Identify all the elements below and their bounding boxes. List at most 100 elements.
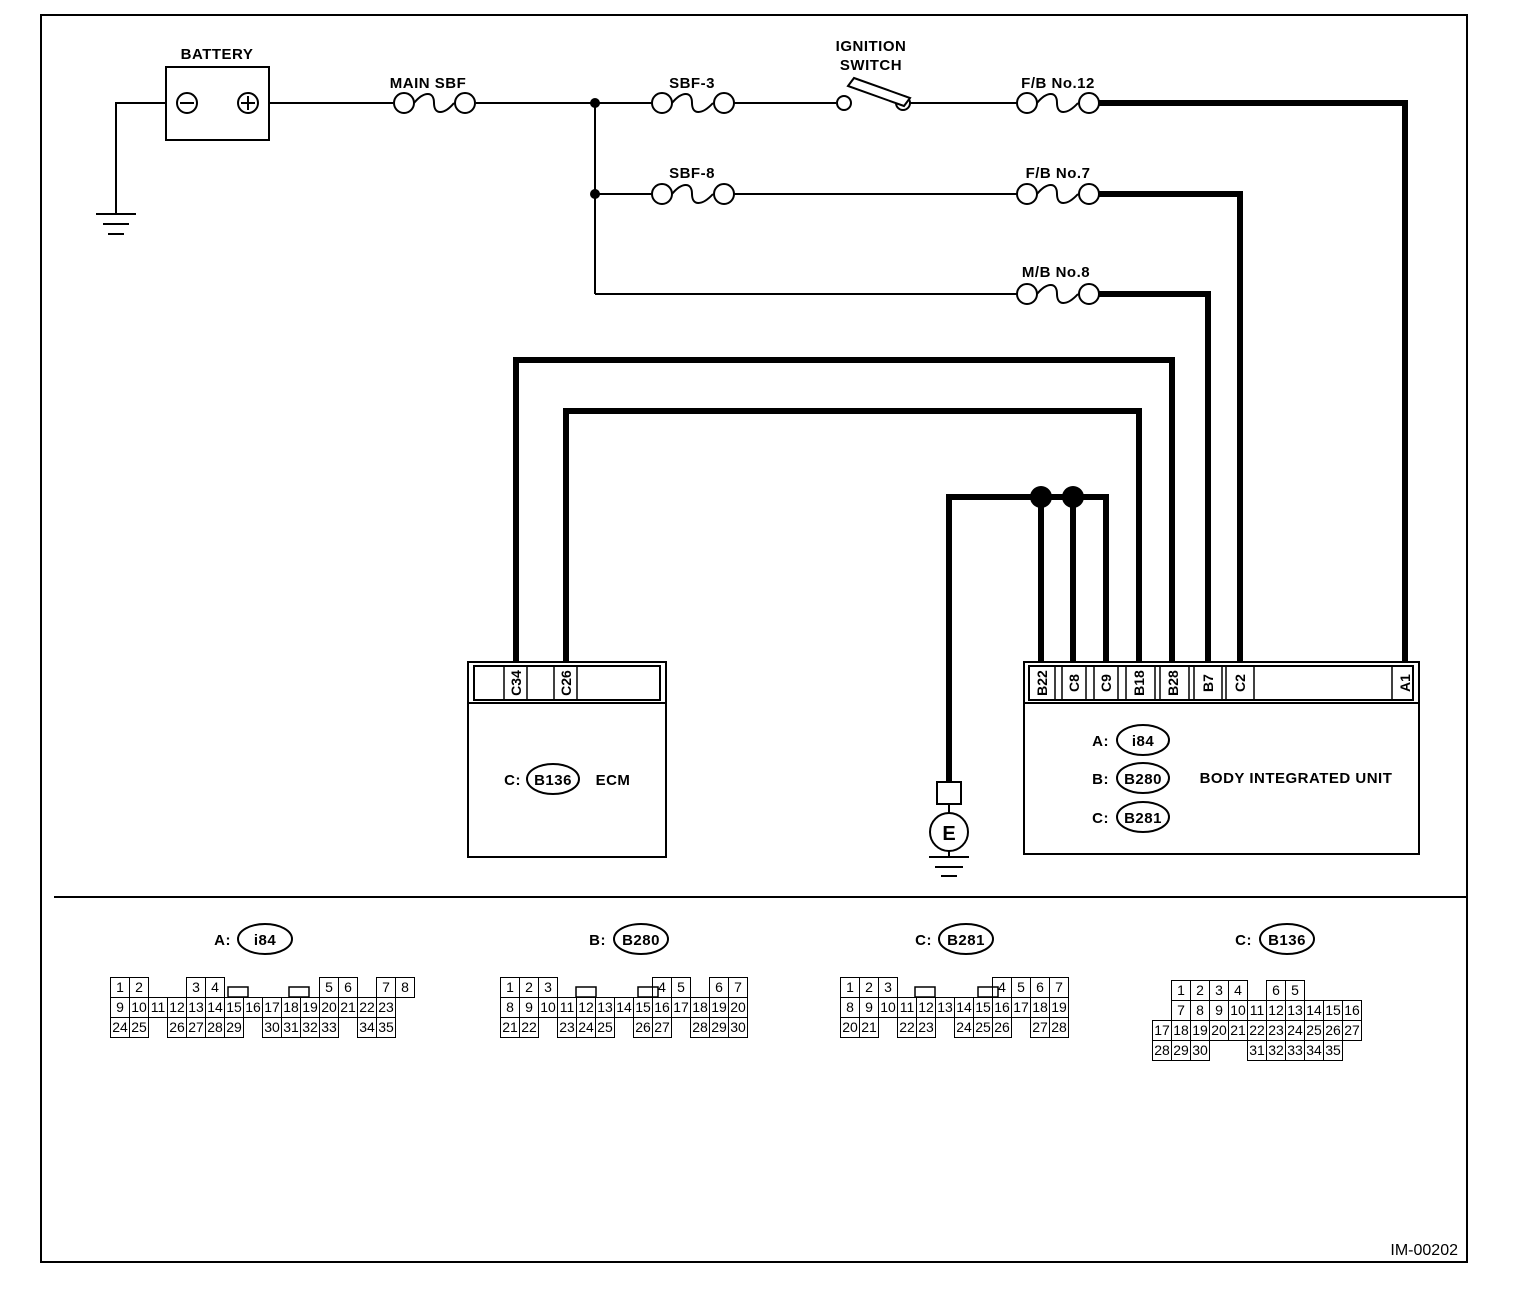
ignition-switch [836, 76, 912, 111]
pin-cell: 26 [633, 1017, 653, 1038]
pin-gap [244, 978, 263, 998]
biu-pin-c2: C2 [1232, 674, 1248, 692]
conn-c-prefix: C: [915, 932, 932, 949]
pin-cell: 23 [557, 1017, 577, 1038]
pin-cell: 8 [395, 977, 415, 998]
pin-cell: 19 [1049, 997, 1069, 1018]
sbf-3-label: SBF-3 [669, 75, 715, 92]
biu-pin-b18: B18 [1131, 670, 1147, 696]
pin-cell: 32 [1266, 1040, 1286, 1061]
sbf-8-fuse [651, 183, 735, 205]
pin-cell: 35 [376, 1017, 396, 1038]
pin-cell: 15 [224, 997, 244, 1018]
pin-cell: 19 [300, 997, 320, 1018]
pin-gap [539, 1018, 558, 1038]
pin-cell: 24 [110, 1017, 130, 1038]
pin-cell: 9 [859, 997, 879, 1018]
pin-cell: 28 [1152, 1040, 1172, 1061]
conn-ecm-prefix: C: [1235, 932, 1252, 949]
pin-cell: 23 [376, 997, 396, 1018]
pin-cell: 26 [992, 1017, 1012, 1038]
pin-cell: 27 [186, 1017, 206, 1038]
pin-cell: 21 [500, 1017, 520, 1038]
pin-cell: 3 [878, 977, 898, 998]
biu-connector-c-prefix: C: [1092, 810, 1109, 827]
pin-cell: 33 [1285, 1040, 1305, 1061]
pin-cell: 10 [129, 997, 149, 1018]
pin-cell: 23 [1266, 1020, 1286, 1041]
pin-gap [301, 978, 320, 998]
pin-cell: 31 [1247, 1040, 1267, 1061]
pin-cell: 22 [1247, 1020, 1267, 1041]
pin-gap [225, 978, 244, 998]
pin-gap [1229, 1041, 1248, 1061]
power-wires [269, 102, 1017, 295]
pin-gap [955, 978, 974, 998]
ecm-connector-prefix: C: [504, 772, 521, 789]
pin-cell: 13 [1285, 1000, 1305, 1021]
pin-cell: 8 [840, 997, 860, 1018]
pin-cell: 9 [519, 997, 539, 1018]
pin-cell: 18 [281, 997, 301, 1018]
pin-cell: 6 [338, 977, 358, 998]
pin-cell: 12 [1266, 1000, 1286, 1021]
pin-gap [149, 1018, 168, 1038]
biu-connector-a-prefix: A: [1092, 733, 1109, 750]
pin-cell: 3 [1209, 980, 1229, 1001]
pin-gap [244, 1018, 263, 1038]
pin-cell: 32 [300, 1017, 320, 1038]
biu-connector-b-id: B280 [1124, 771, 1162, 788]
biu-pin-a1: A1 [1397, 674, 1413, 692]
pin-cell: 18 [1030, 997, 1050, 1018]
pin-cell: 17 [1152, 1020, 1172, 1041]
pin-cell: 16 [652, 997, 672, 1018]
ecm-unit [467, 661, 667, 858]
pin-cell: 9 [1209, 1000, 1229, 1021]
main-sbf-label: MAIN SBF [390, 75, 467, 92]
pin-cell: 17 [671, 997, 691, 1018]
pin-cell: 1 [840, 977, 860, 998]
pin-cell: 35 [1323, 1040, 1343, 1061]
pin-cell: 25 [973, 1017, 993, 1038]
pin-cell: 14 [205, 997, 225, 1018]
battery-ground-symbol [96, 102, 166, 235]
pin-gap [558, 978, 577, 998]
pin-gap [1210, 1041, 1229, 1061]
conn-b-prefix: B: [589, 932, 606, 949]
pin-gap [596, 978, 615, 998]
pin-cell: 13 [935, 997, 955, 1018]
pin-cell: 21 [338, 997, 358, 1018]
conn-c-badge [938, 923, 994, 955]
body-integrated-unit-label: BODY INTEGRATED UNIT [1200, 770, 1393, 787]
pin-gap [936, 1018, 955, 1038]
pin-cell: 16 [992, 997, 1012, 1018]
pin-cell: 11 [148, 997, 168, 1018]
pin-cell: 25 [595, 1017, 615, 1038]
pin-cell: 34 [357, 1017, 377, 1038]
image-id: IM-00202 [1390, 1242, 1458, 1259]
pin-cell: 5 [671, 977, 691, 998]
pin-cell: 21 [859, 1017, 879, 1038]
pin-cell: 6 [1030, 977, 1050, 998]
pin-cell: 28 [690, 1017, 710, 1038]
pin-cell: 7 [1171, 1000, 1191, 1021]
pin-cell: 1 [500, 977, 520, 998]
pin-cell: 14 [1304, 1000, 1324, 1021]
battery [165, 66, 270, 141]
pin-cell: 20 [1209, 1020, 1229, 1041]
pin-cell: 4 [205, 977, 225, 998]
conn-a-prefix: A: [214, 932, 231, 949]
conn-a-id: i84 [254, 932, 277, 949]
pin-cell: 15 [1323, 1000, 1343, 1021]
pin-cell: 10 [878, 997, 898, 1018]
biu-connector-b-prefix: B: [1092, 771, 1109, 788]
biu-pin-b22: B22 [1034, 670, 1050, 696]
